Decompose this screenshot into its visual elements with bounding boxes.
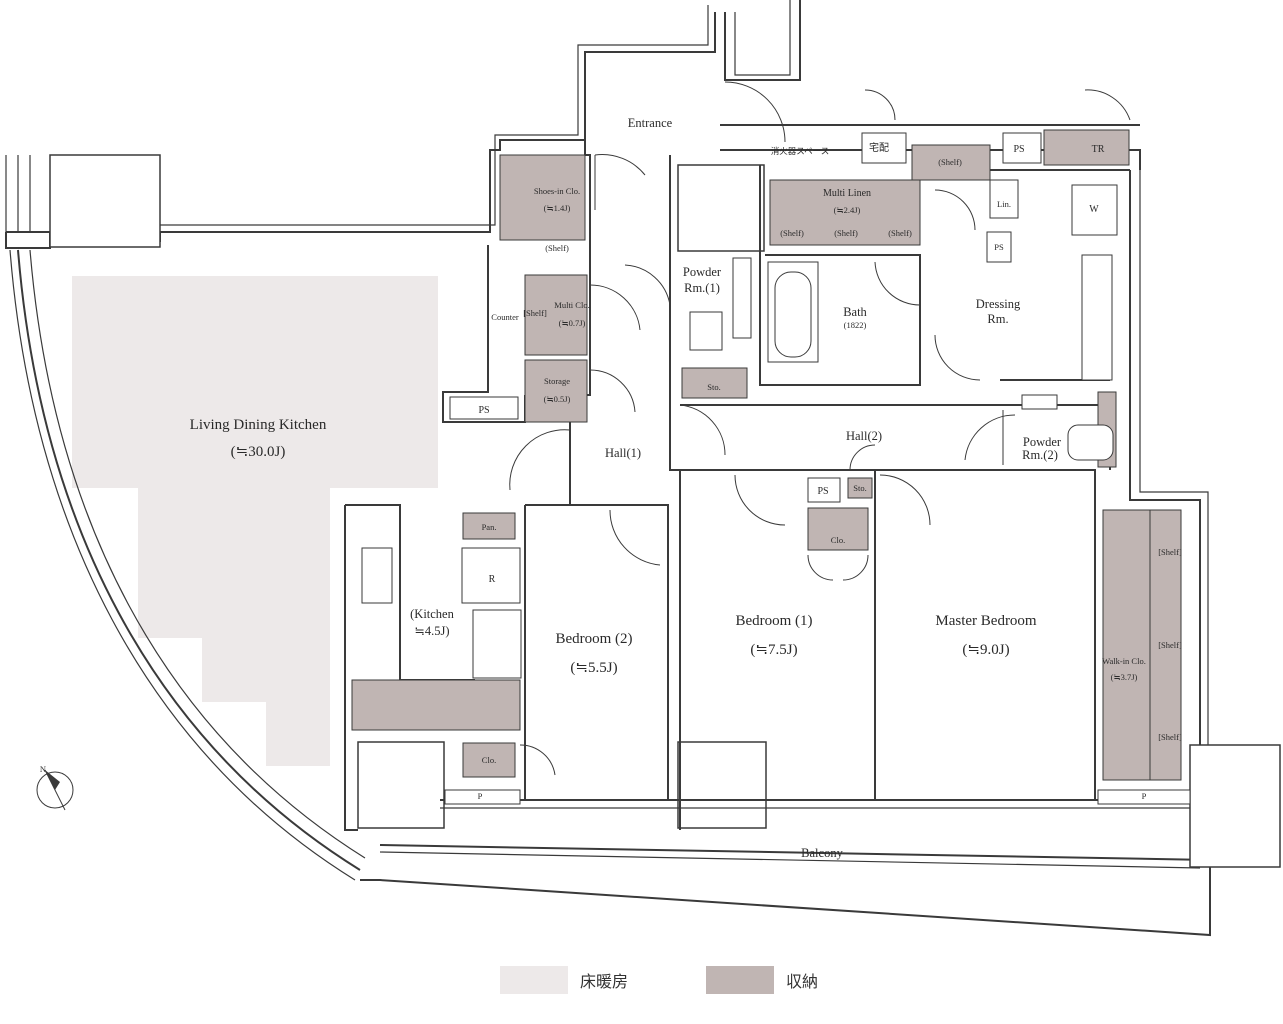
master-bedroom-label: Master Bedroom (935, 613, 1037, 629)
linen-shelf-1: (Shelf) (780, 228, 804, 238)
linen-shelf-2: (Shelf) (834, 228, 858, 238)
legend-floor-heating-label: 床暖房 (580, 972, 628, 991)
multi-closet-size: (≒0.7J) (559, 318, 586, 328)
multi-closet-shelf: [Shelf] (523, 308, 547, 318)
sto-label-hall: Sto. (707, 382, 720, 392)
entrance-label: Entrance (628, 116, 673, 130)
powder-room-2-sub: Rm.(2) (1022, 448, 1058, 462)
doors (509, 81, 1131, 776)
floor-heating-zones (72, 276, 438, 766)
window-rails (1002, 410, 1151, 780)
powder-room-2-label: Powder (1023, 435, 1062, 449)
shoes-in-closet-size: (≒1.4J) (544, 203, 571, 213)
multi-linen-size: (≒2.4J) (834, 205, 861, 215)
kitchen-size: ≒4.5J) (414, 624, 449, 638)
legend-floor-heating-swatch (500, 966, 568, 994)
tr-label: TR (1092, 144, 1105, 155)
storage-areas (351, 129, 1182, 781)
hall-1-label: Hall(1) (605, 446, 641, 460)
walkin-closet-size: (≒3.7J) (1111, 672, 1138, 682)
columns (49, 154, 1281, 868)
hall-2-label: Hall(2) (846, 429, 882, 443)
fire-extinguisher-label: 消火器スペース (771, 146, 829, 156)
north-label: N (40, 764, 46, 774)
bath-size: (1822) (844, 320, 867, 330)
clo-label-bedroom1: Clo. (831, 535, 845, 545)
walkin-shelf-1: [Shelf] (1158, 547, 1182, 557)
bedroom-2-label: Bedroom (2) (555, 631, 632, 647)
walkin-shelf-2: [Shelf] (1158, 640, 1182, 650)
bedroom-1-label: Bedroom (1) (735, 613, 812, 629)
washer-label: W (1089, 204, 1099, 215)
shoes-shelf-label: (Shelf) (545, 243, 569, 253)
shoes-in-closet-label: Shoes-in Clo. (534, 186, 580, 196)
lin-label: Lin. (997, 199, 1011, 209)
powder-room-1-label: Powder (683, 265, 722, 279)
master-bedroom-size: (≒9.0J) (962, 642, 1009, 658)
multi-closet-label: Multi Clo. (554, 300, 589, 310)
walkin-closet-label: Walk-in Clo. (1102, 656, 1146, 666)
counter-label: Counter (491, 312, 519, 322)
ldk-size: (≒30.0J) (231, 444, 286, 460)
multi-linen-label: Multi Linen (823, 188, 871, 199)
legend-storage-label: 収納 (786, 972, 818, 991)
storage-label: Storage (544, 376, 570, 386)
linen-shelf-top: (Shelf) (938, 157, 962, 167)
fixtures (361, 132, 1191, 805)
p-label-left: P (478, 791, 483, 801)
ps-label-bedroom: PS (817, 486, 828, 497)
kitchen-label: (Kitchen (410, 607, 454, 621)
bath-label: Bath (843, 305, 867, 319)
powder-room-1-sub: Rm.(1) (684, 281, 720, 295)
storage-size: (≒0.5J) (544, 394, 571, 404)
balcony-label: Balcony (801, 846, 843, 860)
walkin-shelf-3: [Shelf] (1158, 732, 1182, 742)
dressing-room-sub: Rm. (987, 312, 1008, 326)
takuhai-label: 宅配 (869, 141, 889, 154)
refrigerator-label: R (489, 574, 496, 585)
sto-label-bedroom: Sto. (853, 483, 866, 493)
clo-label-kitchen: Clo. (482, 755, 496, 765)
ps-label-top: PS (1013, 144, 1024, 155)
bedroom-1-size: (≒7.5J) (750, 642, 797, 658)
compass-icon (36, 769, 74, 811)
dressing-room-label: Dressing (976, 297, 1021, 311)
ps-label-dressing: PS (994, 242, 1004, 252)
p-label-right: P (1142, 791, 1147, 801)
ldk-label: Living Dining Kitchen (190, 417, 327, 433)
interior-walls (344, 140, 1190, 831)
bedroom-2-size: (≒5.5J) (570, 660, 617, 676)
legend-storage-swatch (706, 966, 774, 994)
ps-label-left: PS (478, 405, 489, 416)
linen-shelf-3: (Shelf) (888, 228, 912, 238)
outer-walls (5, 0, 1211, 937)
pantry-label: Pan. (482, 522, 497, 532)
